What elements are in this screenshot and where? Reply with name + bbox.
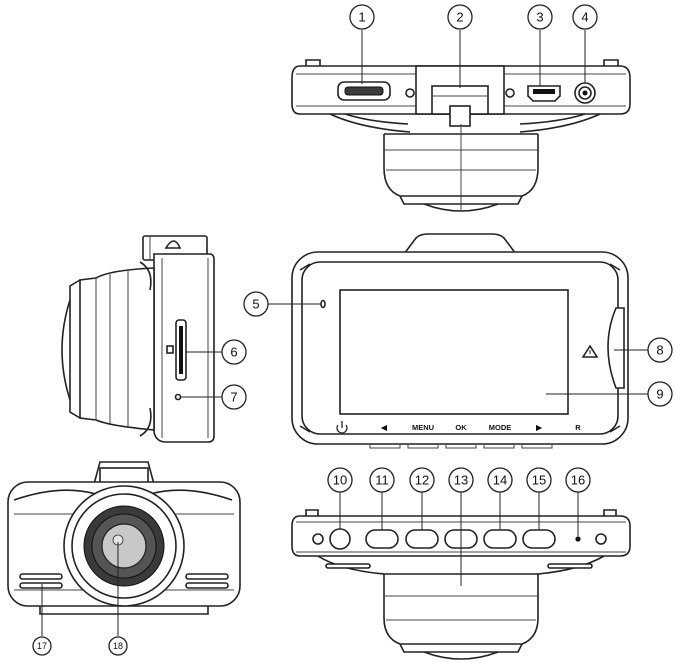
camera-lens <box>101 523 147 569</box>
callout-10: 10 <box>327 467 353 493</box>
mount-clip <box>449 105 471 127</box>
emergency-key <box>607 307 625 389</box>
svg-text:13: 13 <box>454 473 468 488</box>
front-view <box>7 461 241 615</box>
btn-label-ok: OK <box>455 423 467 432</box>
svg-text:17: 17 <box>37 641 47 651</box>
callout-15: 15 <box>526 467 552 493</box>
svg-text:14: 14 <box>493 473 507 488</box>
callout-1: 1 <box>349 4 375 30</box>
callout-12: 12 <box>409 467 435 493</box>
svg-text:16: 16 <box>571 473 585 488</box>
power-button <box>329 528 351 550</box>
callout-2: 2 <box>447 4 473 30</box>
right-button <box>522 529 556 549</box>
svg-text:10: 10 <box>333 473 347 488</box>
microphone-icon <box>174 393 182 401</box>
callout-7: 7 <box>221 384 247 410</box>
leader-lines <box>41 30 648 636</box>
callout-17: 17 <box>32 636 52 656</box>
top-view <box>291 59 631 212</box>
sd-card-icon <box>166 345 174 354</box>
svg-text:18: 18 <box>113 641 123 651</box>
callout-8: 8 <box>647 337 673 363</box>
power-icon <box>336 421 348 434</box>
warning-triangle-icon <box>581 344 599 358</box>
callout-13: 13 <box>448 467 474 493</box>
svg-text:5: 5 <box>252 297 259 312</box>
btn-label-menu: MENU <box>412 423 434 432</box>
svg-text:1: 1 <box>358 10 365 25</box>
svg-text:12: 12 <box>415 473 429 488</box>
svg-text:9: 9 <box>656 387 663 402</box>
svg-text:8: 8 <box>656 343 663 358</box>
left-button <box>365 529 399 549</box>
svg-text:3: 3 <box>536 10 543 25</box>
callout-3: 3 <box>527 4 553 30</box>
svg-text:15: 15 <box>532 473 546 488</box>
reset-hole <box>575 536 581 542</box>
svg-text:7: 7 <box>230 390 237 405</box>
btn-label-reset: R <box>575 423 581 432</box>
btn-label-right: ▶ <box>535 423 543 432</box>
callout-5: 5 <box>243 291 269 317</box>
mode-button <box>483 529 517 549</box>
callout-11: 11 <box>369 467 395 493</box>
hdmi-port <box>344 86 384 96</box>
callout-18: 18 <box>108 636 128 656</box>
screw-icon <box>312 533 324 545</box>
lcd-screen <box>339 289 569 415</box>
callout-16: 16 <box>565 467 591 493</box>
callout-4: 4 <box>572 4 598 30</box>
indicator-led <box>320 299 326 309</box>
btn-label-mode: MODE <box>489 423 512 432</box>
btn-label-left: ◀ <box>380 423 388 432</box>
svg-text:4: 4 <box>581 10 588 25</box>
callout-14: 14 <box>487 467 513 493</box>
svg-text:2: 2 <box>456 10 463 25</box>
screw-icon <box>595 533 607 545</box>
screw-icon <box>505 88 515 98</box>
callout-9: 9 <box>647 381 673 407</box>
callout-6: 6 <box>221 339 247 365</box>
side-view <box>61 235 215 443</box>
svg-text:6: 6 <box>230 345 237 360</box>
screw-icon <box>405 88 415 98</box>
menu-button <box>405 529 439 549</box>
back-view: ◀ MENU OK MODE ▶ R <box>291 233 629 449</box>
svg-text:11: 11 <box>375 473 389 488</box>
speaker-grille <box>19 573 229 589</box>
